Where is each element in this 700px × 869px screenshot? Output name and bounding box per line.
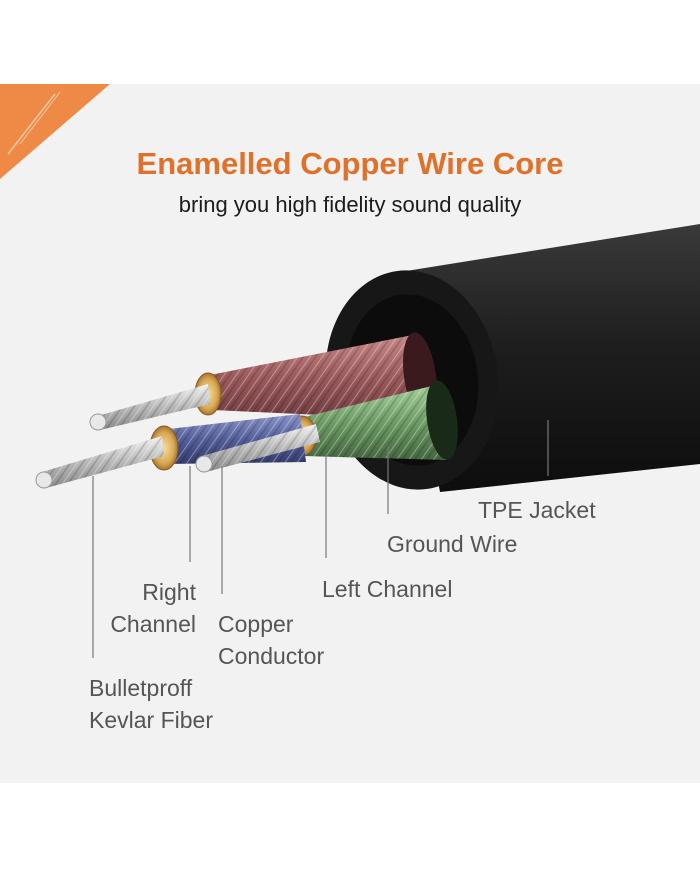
right-channel-label-line2: Channel [110,611,196,637]
right-channel-wire [89,332,437,431]
kevlar-fiber-strands [35,424,320,489]
pointer-lines [92,420,549,658]
page-title: Enamelled Copper Wire Core [136,146,564,181]
copper-conductor-label: Copper Conductor [218,608,324,672]
right-channel-label: Right Channel [102,576,196,640]
ground-wire-label: Ground Wire [387,531,518,557]
right-channel-label-line1: Right [142,579,196,605]
kevlar-fiber-label-line2: Kevlar Fiber [89,707,213,733]
left-channel-wire [287,380,458,460]
cable-illustration [35,224,700,658]
copper-conductor-label-line2: Conductor [218,643,325,669]
page-subtitle: bring you high fidelity sound quality [178,192,522,217]
kevlar-fiber-label-line1: Bulletproff [89,675,193,701]
product-panel: Enamelled Copper Wire Core bring you hig… [0,84,700,783]
tpe-jacket-label: TPE Jacket [478,497,596,523]
copper-conductor-label-line1: Copper [218,611,294,637]
left-channel-label: Left Channel [322,576,453,602]
orange-corner-graphic [0,84,110,179]
kevlar-fiber-label: Bulletproff Kevlar Fiber [89,672,213,736]
